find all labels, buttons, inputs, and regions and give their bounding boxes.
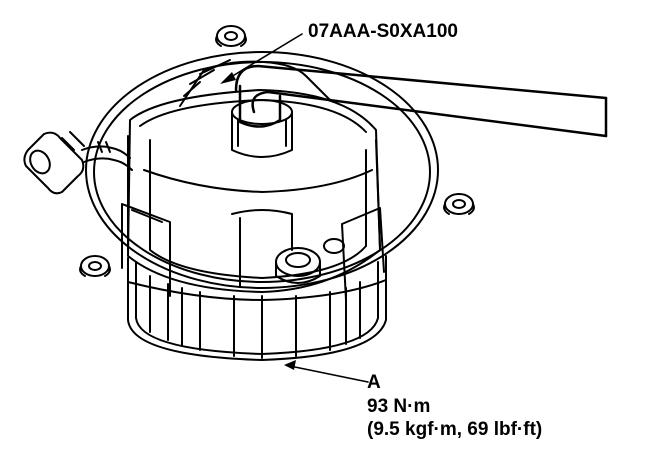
ratchet-handle [234,64,608,138]
special-tool-body [121,59,385,301]
pump-nut-detail [275,238,345,284]
tank-flange-ring [85,51,439,289]
fuel-hose-connector [23,131,133,195]
tool-leader-arrowhead [220,72,236,84]
callout-a-arrowhead [284,360,296,370]
torque-spec-secondary: (9.5 kgf·m, 69 lbf·ft) [367,419,543,440]
mount-bolt-top [215,25,247,47]
mount-bolt-left [79,255,111,277]
callout-letter-label: A [367,372,381,393]
tool-drive-stem [231,99,293,158]
special-tool-number-label: 07AAA-S0XA100 [308,21,458,42]
lock-nut-cylinder [127,255,387,361]
tool-leader-line [225,33,303,81]
mount-bolt-right [443,193,475,215]
torque-spec-primary: 93 N·m [367,396,431,417]
callout-a-leader-line [289,365,369,383]
